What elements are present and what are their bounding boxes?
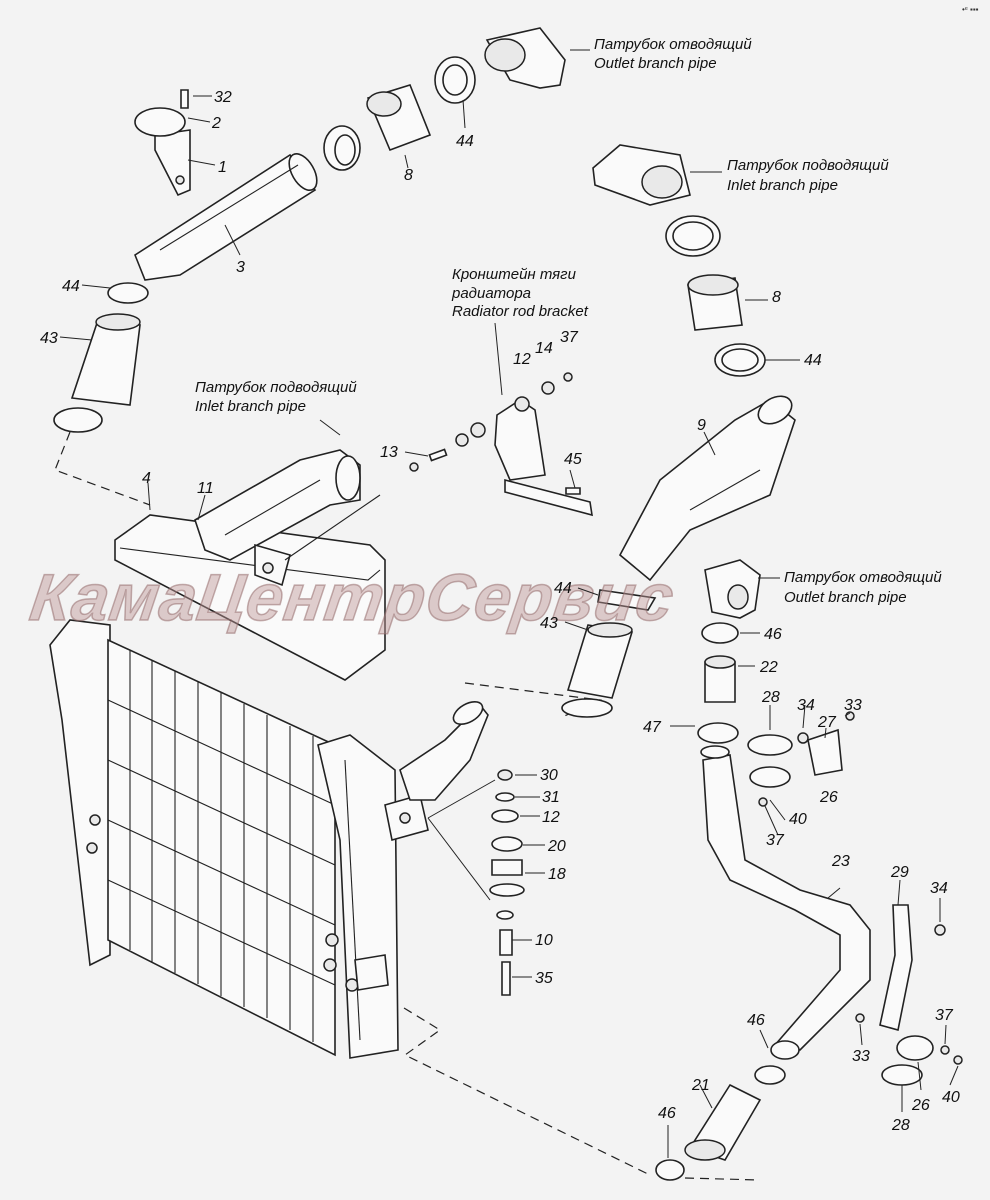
callout-numbers: 32 2 1 3 8 44 44 43 8 44 12 14 37 13 45 … bbox=[40, 89, 960, 1134]
callout-35: 35 bbox=[535, 970, 553, 987]
inlet-branch-pipe-upper bbox=[592, 144, 766, 377]
callout-31: 31 bbox=[542, 789, 560, 806]
callout-43-mid: 43 bbox=[540, 615, 558, 632]
callout-23: 23 bbox=[831, 853, 850, 870]
callout-3: 3 bbox=[236, 259, 245, 276]
callout-34-top: 34 bbox=[797, 697, 815, 714]
radiator-rod-bracket bbox=[409, 372, 593, 517]
bracket-29-clamp-26 bbox=[855, 904, 963, 1086]
callout-1: 1 bbox=[218, 159, 227, 176]
callout-14: 14 bbox=[535, 340, 553, 357]
callout-20: 20 bbox=[547, 838, 566, 855]
caption-outlet-mid-ru: Патрубок отводящий bbox=[784, 569, 942, 586]
callout-44-mid: 44 bbox=[554, 580, 572, 597]
callout-46-mid: 46 bbox=[764, 626, 782, 643]
captions: Патрубок отводящий Outlet branch pipe Па… bbox=[195, 36, 942, 606]
callout-32: 32 bbox=[214, 89, 232, 106]
callout-27: 27 bbox=[817, 714, 837, 731]
callout-45: 45 bbox=[564, 451, 582, 468]
corner-mark: •ᵉ ▪▪▪ bbox=[962, 5, 979, 14]
callout-44-top: 44 bbox=[456, 133, 474, 150]
callout-28-top: 28 bbox=[761, 689, 780, 706]
pipe-3-assembly bbox=[134, 153, 318, 281]
clamp-bracket-26-27 bbox=[747, 711, 855, 807]
leader-lines bbox=[59, 49, 959, 1158]
callout-46-bottom: 46 bbox=[658, 1105, 676, 1122]
hose-43-left bbox=[53, 282, 149, 433]
callout-43-left: 43 bbox=[40, 330, 58, 347]
radiator-assembly bbox=[49, 514, 489, 1059]
callout-40-top: 40 bbox=[789, 811, 807, 828]
clamps-and-sleeve-8-top bbox=[323, 27, 566, 171]
watermark: КамаЦентрСервис bbox=[26, 561, 679, 635]
caption-outlet-top-en: Outlet branch pipe bbox=[594, 55, 717, 72]
caption-bracket-ru-2: радиатора bbox=[451, 285, 531, 302]
inlet-pipe-11 bbox=[194, 449, 381, 587]
callout-13: 13 bbox=[380, 444, 398, 461]
outlet-branch-pipe-mid bbox=[697, 559, 761, 744]
callout-26-top: 26 bbox=[819, 789, 838, 806]
callout-37-mid: 37 bbox=[766, 832, 785, 849]
callout-40-right: 40 bbox=[942, 1089, 960, 1106]
caption-bracket-en: Radiator rod bracket bbox=[452, 303, 589, 320]
callout-11: 11 bbox=[197, 480, 214, 497]
callout-12-top: 12 bbox=[513, 351, 531, 368]
callout-2: 2 bbox=[211, 115, 221, 132]
caption-outlet-mid-en: Outlet branch pipe bbox=[784, 589, 907, 606]
callout-37-top: 37 bbox=[560, 329, 579, 346]
callout-44-left: 44 bbox=[62, 278, 80, 295]
caption-inlet-left-en: Inlet branch pipe bbox=[195, 398, 306, 415]
callout-47: 47 bbox=[643, 719, 662, 736]
callout-26-right: 26 bbox=[911, 1097, 930, 1114]
callout-28-bottom: 28 bbox=[891, 1117, 910, 1134]
callout-8-top: 8 bbox=[404, 167, 413, 184]
callout-21: 21 bbox=[691, 1077, 710, 1094]
callout-22: 22 bbox=[759, 659, 778, 676]
callout-8-right: 8 bbox=[772, 289, 781, 306]
caption-inlet-right-ru: Патрубок подводящий bbox=[727, 157, 889, 174]
callout-34-right: 34 bbox=[930, 880, 948, 897]
caption-bracket-ru-1: Кронштейн тяги bbox=[452, 266, 577, 283]
pipe-9 bbox=[618, 395, 796, 582]
callout-30: 30 bbox=[540, 767, 558, 784]
callout-9: 9 bbox=[697, 417, 706, 434]
callout-29: 29 bbox=[890, 864, 909, 881]
callout-33-right: 33 bbox=[852, 1048, 870, 1065]
callout-33-top: 33 bbox=[844, 697, 862, 714]
callout-37-right: 37 bbox=[935, 1007, 954, 1024]
caption-inlet-left-ru: Патрубок подводящий bbox=[195, 379, 357, 396]
callout-44-right: 44 bbox=[804, 352, 822, 369]
callout-4: 4 bbox=[142, 470, 151, 487]
bracket-1-clamp-2 bbox=[134, 89, 191, 197]
callout-18: 18 bbox=[548, 866, 566, 883]
callout-12-stack: 12 bbox=[542, 809, 560, 826]
callout-46-right: 46 bbox=[747, 1012, 765, 1029]
mount-stack bbox=[427, 769, 525, 996]
pipe-23-and-21 bbox=[655, 745, 871, 1181]
caption-inlet-right-en: Inlet branch pipe bbox=[727, 177, 838, 194]
hose-43-right bbox=[561, 589, 657, 718]
caption-outlet-top-ru: Патрубок отводящий bbox=[594, 36, 752, 53]
callout-10: 10 bbox=[535, 932, 553, 949]
